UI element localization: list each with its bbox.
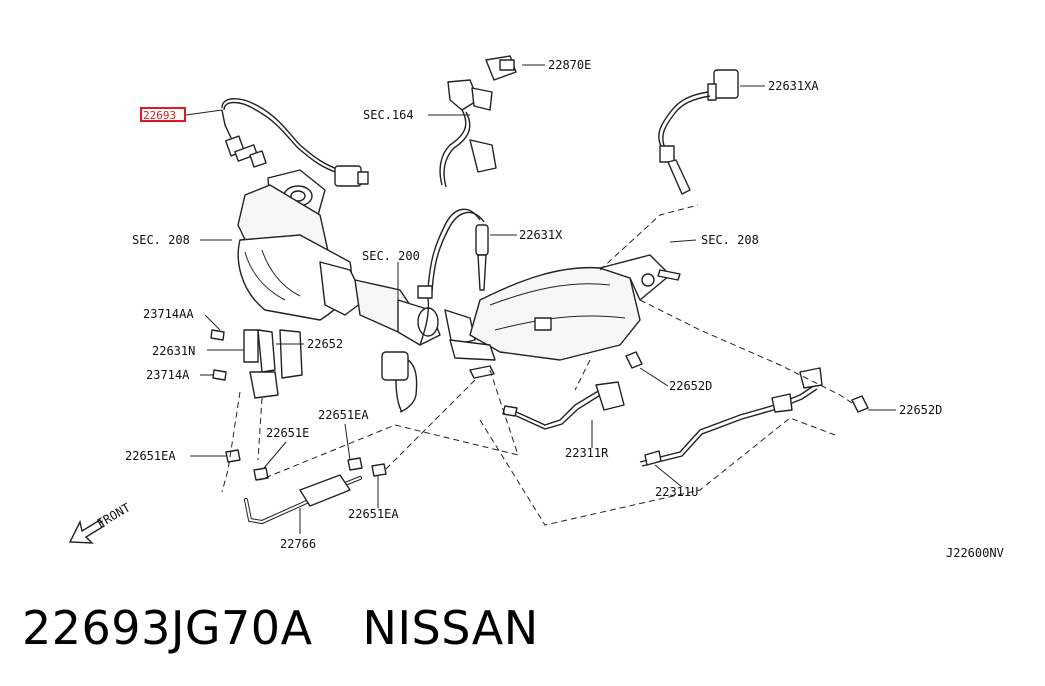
sensor-harness-22631n	[210, 329, 418, 413]
label-22652d-right: 22652D	[899, 403, 942, 417]
label-sec200: SEC. 200	[362, 249, 420, 263]
part-number: 22693JG70A	[22, 601, 313, 655]
sensor-22631x	[417, 208, 489, 346]
front-arrow: FRONT	[68, 500, 133, 544]
label-22870e: 22870E	[548, 58, 591, 72]
upper-catalytic-converter	[237, 169, 421, 336]
leader-lines	[185, 64, 896, 534]
sec164-assembly	[439, 55, 517, 188]
label-22651ea-left: 22651EA	[125, 449, 176, 463]
highlighted-part-text: 22693	[143, 109, 176, 122]
exhaust-sensor-diagram: 22870E 22631XA SEC.164 SEC. 208 22631X S…	[68, 55, 1004, 560]
label-sec208-left: SEC. 208	[132, 233, 190, 247]
label-22631x: 22631X	[519, 228, 563, 242]
label-sec164: SEC.164	[363, 108, 414, 122]
label-sec208-right: SEC. 208	[701, 233, 759, 247]
label-22631n: 22631N	[152, 344, 195, 358]
front-arrow-icon	[68, 519, 105, 544]
label-23714a: 23714A	[146, 368, 190, 382]
diagram-code: J22600NV	[946, 546, 1004, 560]
label-22652-mid: 22652	[307, 337, 343, 351]
front-label: FRONT	[95, 500, 133, 530]
label-22311r: 22311R	[565, 446, 609, 460]
label-23714aa: 23714AA	[143, 307, 194, 321]
label-22766: 22766	[280, 537, 316, 551]
oxygen-sensor-front	[221, 98, 369, 187]
label-22631xa: 22631XA	[768, 79, 819, 93]
highlighted-part-label[interactable]: 22693	[140, 107, 186, 122]
sensor-22631xa	[658, 69, 739, 195]
label-22651e: 22651E	[266, 426, 309, 440]
main-catalytic-converter	[449, 254, 681, 379]
assembly-lines	[221, 204, 856, 526]
exhaust-joint	[397, 299, 476, 346]
brand-name: NISSAN	[362, 601, 539, 655]
label-22652d-mid: 22652D	[669, 379, 712, 393]
label-22651ea-top: 22651EA	[318, 408, 369, 422]
lower-left-tube	[225, 449, 387, 525]
sensor-tubes	[502, 351, 869, 467]
label-22651ea-bottom: 22651EA	[348, 507, 399, 521]
caption: 22693JG70A NISSAN	[22, 598, 1022, 668]
label-22311u: 22311U	[655, 485, 698, 499]
